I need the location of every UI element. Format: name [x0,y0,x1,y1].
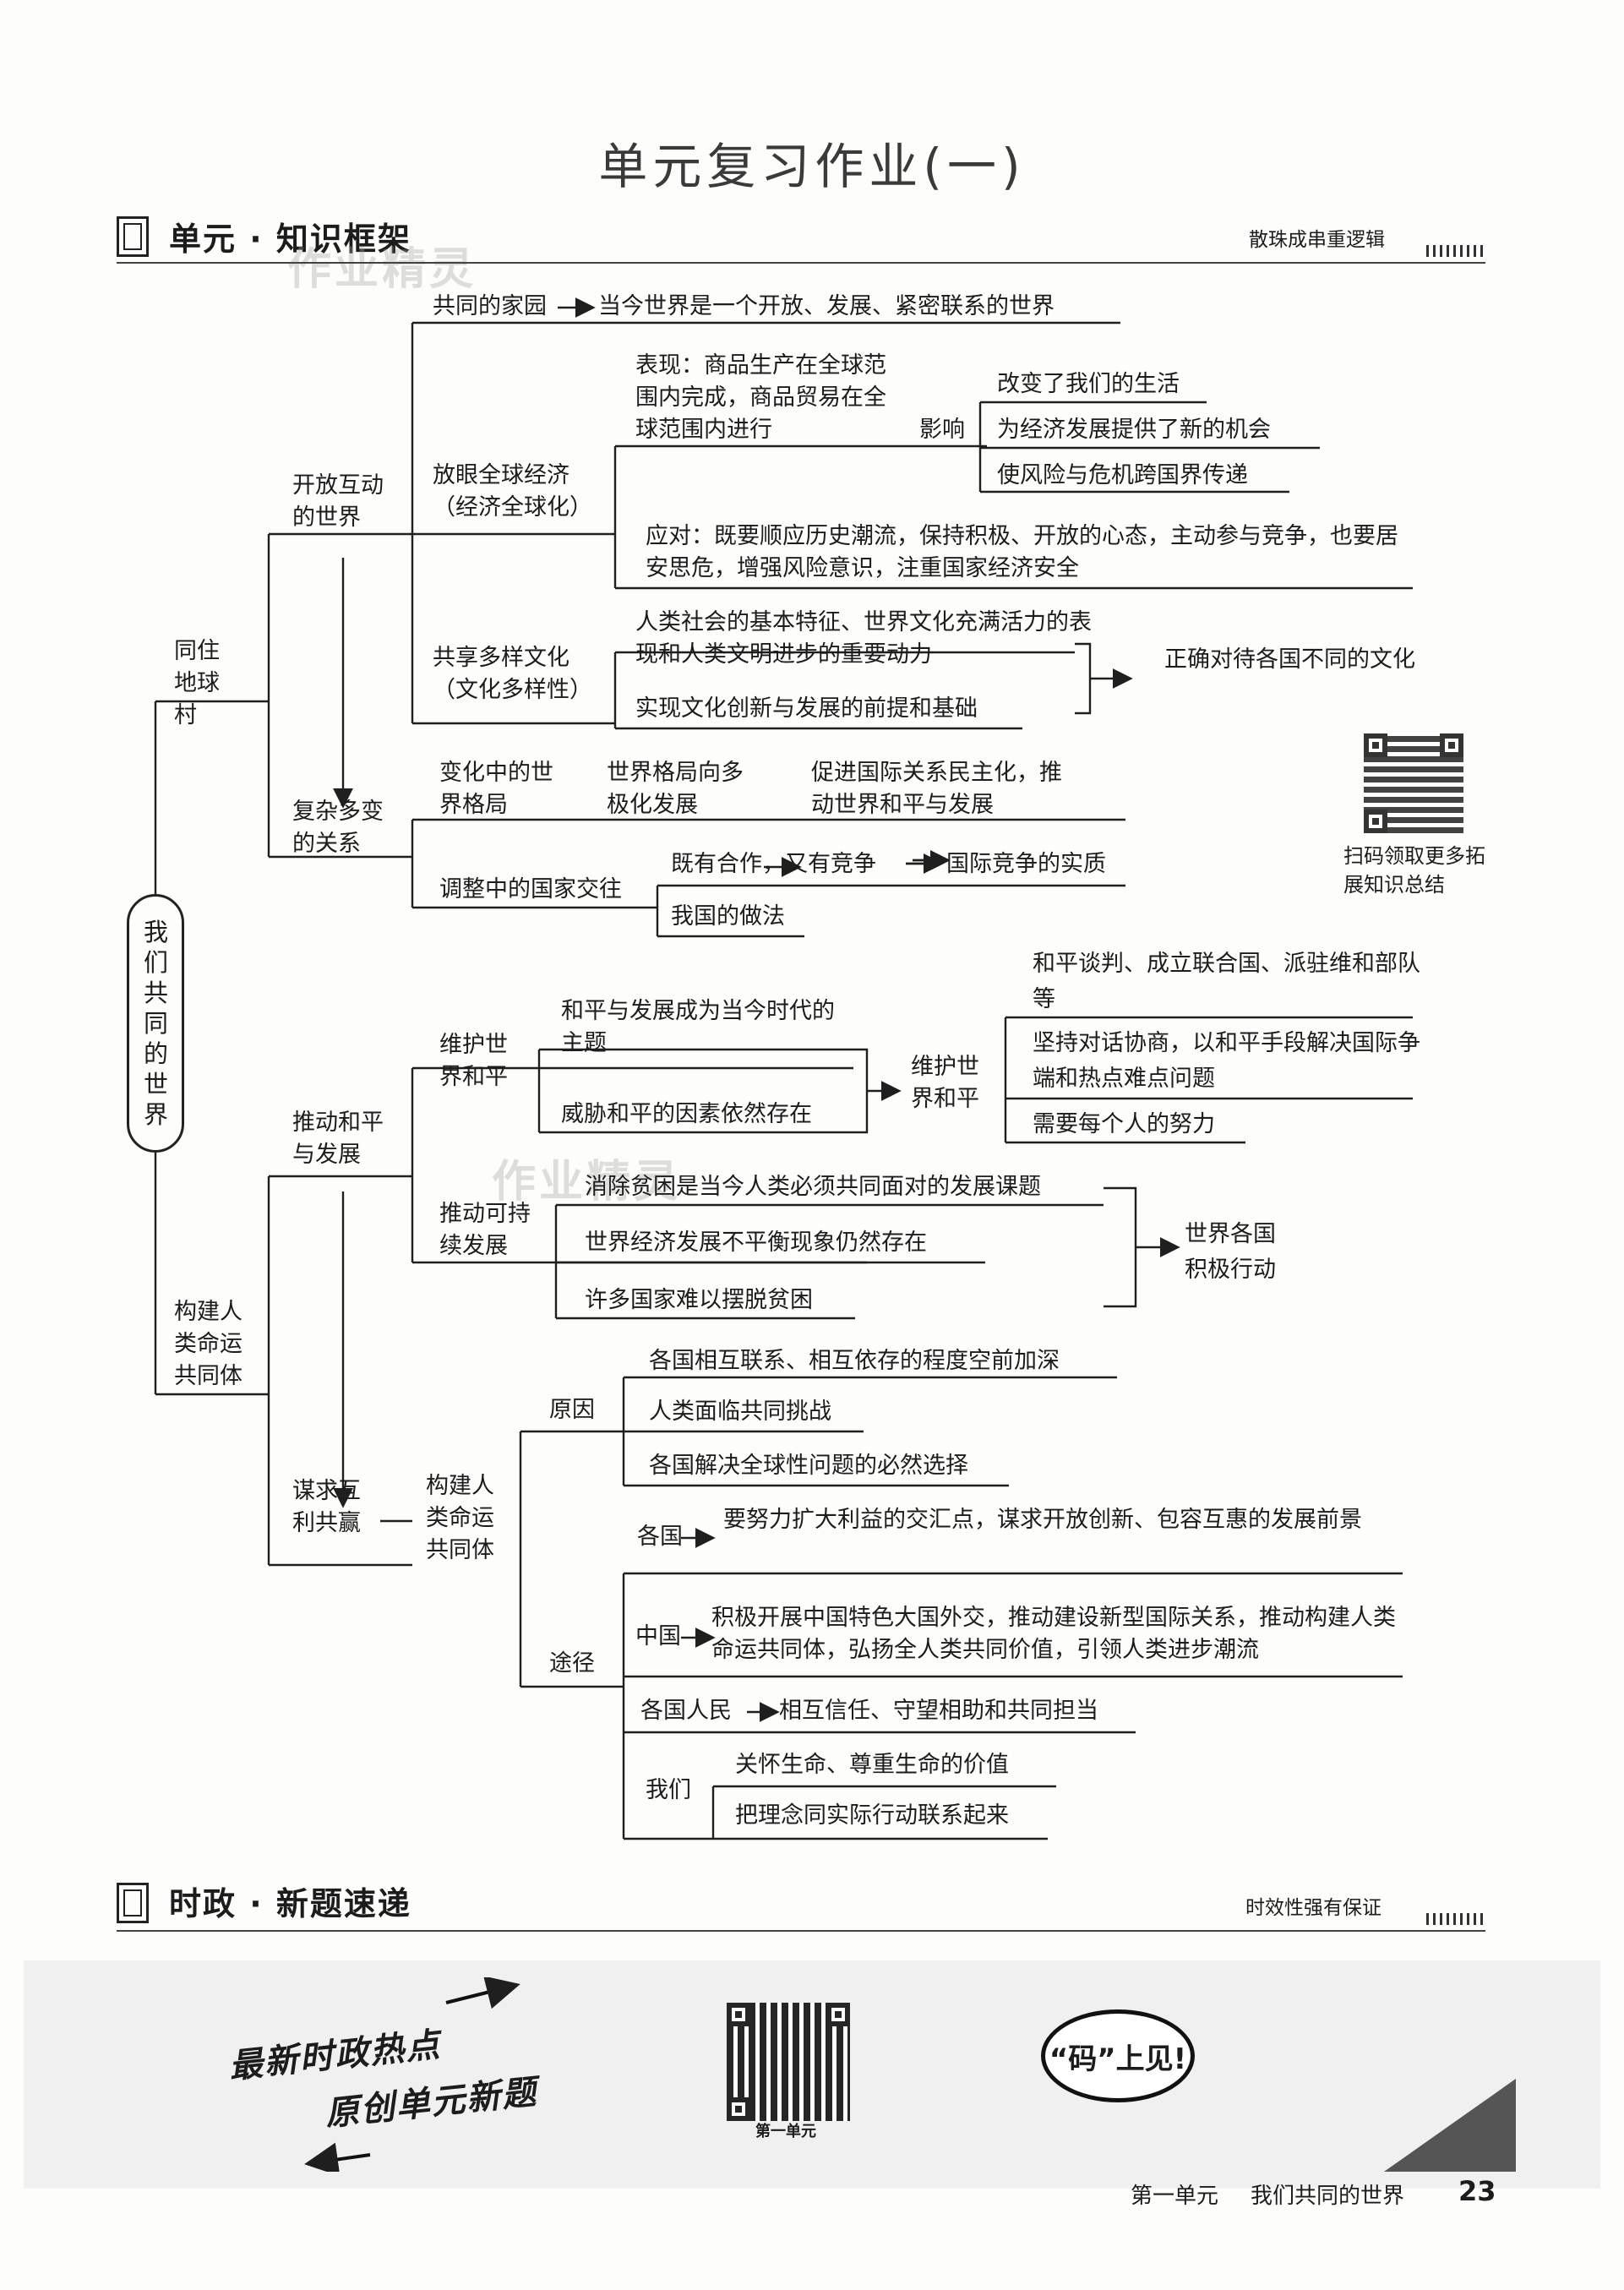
banner-qr-label: 第一单元 [755,2119,816,2141]
qr-code[interactable] [1364,733,1463,833]
node-path-china-desc: 积极开展中国特色大国外交，推动建设新型国际关系，推动构建人类命运共同体，弘扬全人… [711,1602,1413,1666]
node-home: 共同的家园 [433,291,547,323]
node-peace-development: 推动和平与发展 [292,1107,404,1171]
node-path-china: 中国 [635,1621,681,1653]
node-culture-b: 实现文化创新与发展的前提和基础 [635,693,978,725]
banner-bubble: “码”上见! [1041,2009,1195,2102]
qr-caption: 扫码领取更多拓展知识总结 [1343,842,1487,899]
node-econ-effect-1: 改变了我们的生活 [997,368,1180,401]
node-path-nations-desc: 要努力扩大利益的交汇点，谋求开放创新、包容互惠的发展前景 [723,1504,1408,1536]
node-peace-mid: 维护世界和平 [911,1051,995,1115]
node-relations-b: 我国的做法 [671,901,785,933]
page-number: 23 [1458,2175,1496,2207]
section-dots [1426,1913,1487,1925]
node-path-us-a: 关怀生命、尊重生命的价值 [735,1749,1009,1781]
node-sustain-a: 消除贫困是当今人类必须共同面对的发展课题 [585,1171,1041,1203]
promo-banner: 最新时政热点 原创单元新题 第一单元 [24,1960,1600,2189]
node-peace-b: 威胁和平的因素依然存在 [561,1099,812,1131]
node-path-people: 各国人民 [640,1695,732,1727]
node-peace-a: 和平与发展成为当今时代的主题 [561,995,848,1060]
node-pattern-b: 促进国际关系民主化，推动世界和平与发展 [811,757,1065,821]
footer-unit: 第一单元 [1131,2178,1218,2210]
corner-decoration [1291,1969,1624,2180]
node-path-us-b: 把理念同实际行动联系起来 [735,1800,1009,1832]
banner-qr-code[interactable] [727,2003,850,2121]
node-reason-c: 各国解决全球性问题的必然选择 [649,1450,968,1482]
footer-topic: 我们共同的世界 [1251,2178,1404,2210]
node-complex-relations: 复杂多变的关系 [292,796,404,860]
node-community: 构建人类命运共同体 [426,1470,507,1567]
node-relations-a: 既有合作，又有竞争 [671,848,876,881]
root-label: 我们共同的世界 [144,917,167,1130]
node-reason: 原因 [549,1394,595,1426]
node-home-desc: 当今世界是一个开放、发展、紧密联系的世界 [598,291,1055,323]
node-relations-a2: 国际竞争的实质 [946,848,1106,881]
node-economy: 放眼全球经济（经济全球化） [433,460,602,524]
node-econ-show: 表现：商品生产在全球范围内完成，商品贸易在全球范围内进行 [635,350,889,446]
node-culture-result: 正确对待各国不同的文化 [1164,644,1418,676]
node-sustain-result: 世界各国积极行动 [1185,1217,1294,1288]
node-econ-effect-2: 为经济发展提供了新的机会 [997,414,1271,446]
node-path: 途径 [549,1648,595,1680]
node-world-pattern: 变化中的世界格局 [439,757,554,821]
section-rule [117,1930,1485,1932]
node-path-people-desc: 相互信任、守望相助和共同担当 [779,1695,1098,1727]
node-sustain-b: 世界经济发展不平衡现象仍然存在 [585,1227,927,1259]
node-culture: 共享多样文化（文化多样性） [433,642,602,706]
node-mutual-benefit: 谋求互利共赢 [292,1475,380,1540]
node-sustainable: 推动可持续发展 [439,1198,548,1262]
node-reason-a: 各国相互联系、相互依存的程度空前加深 [649,1345,1060,1377]
node-peace-r3: 需要每个人的努力 [1033,1109,1215,1141]
node-culture-a: 人类社会的基本特征、世界文化充满活力的表现和人类文明进步的重要动力 [635,607,1092,671]
section-icon [117,1883,149,1923]
banner-arrows [277,1977,615,2172]
node-maintain-peace: 维护世界和平 [439,1029,520,1093]
mindmap-root: 我们共同的世界 [127,894,184,1153]
node-path-us: 我们 [646,1775,691,1807]
node-peace-r2: 坚持对话协商，以和平手段解决国际争端和热点难点问题 [1033,1026,1421,1097]
node-pattern-a: 世界格局向多极化发展 [607,757,759,821]
node-community-l1: 构建人类命运共同体 [174,1296,255,1393]
node-path-nations: 各国 [637,1521,683,1553]
node-reason-b: 人类面临共同挑战 [649,1396,831,1428]
section-heading-news: 时政 · 新题速递 [169,1878,411,1924]
node-peace-r1: 和平谈判、成立联合国、派驻维和部队等 [1033,946,1421,1017]
node-sustain-c: 许多国家难以摆脱贫困 [585,1284,813,1317]
node-econ-effect-3: 使风险与危机跨国界传递 [997,460,1248,492]
node-global-village: 同住地球村 [174,635,242,732]
node-open-world: 开放互动的世界 [292,470,404,534]
node-relations: 调整中的国家交往 [439,874,622,906]
node-econ-effect: 影响 [919,414,965,446]
node-econ-response: 应对：既要顺应历史潮流，保持积极、开放的心态，主动参与竞争，也要居安思危，增强风… [646,521,1414,585]
section-motto: 时效性强有保证 [1245,1891,1381,1920]
